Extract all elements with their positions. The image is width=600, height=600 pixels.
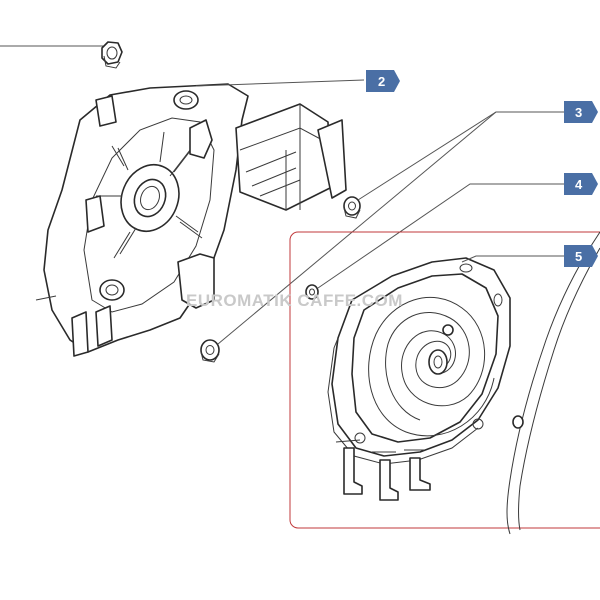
bracket-part-icon	[35, 83, 347, 357]
callout-5-label: 5	[575, 249, 582, 264]
washer-icon	[200, 339, 220, 363]
washer-icon	[343, 196, 361, 219]
hex-nut-icon	[101, 41, 123, 69]
heating-element-icon	[327, 257, 511, 501]
highlight-box	[289, 231, 600, 529]
callout-badge-5: 5	[564, 245, 598, 267]
callout-2-leader	[195, 79, 365, 87]
callout-badge-2: 2	[366, 70, 400, 92]
watermark-text: EUROMATIK CAFFE.COM	[186, 291, 403, 310]
callout-2-label: 2	[378, 74, 385, 89]
washer-icon	[305, 284, 319, 300]
callout-badge-3: 3	[564, 101, 598, 123]
callout-3-leader	[217, 111, 564, 345]
callout-4-label: 4	[575, 177, 583, 192]
callout-4-leader	[317, 183, 564, 289]
gasket-icon	[506, 231, 600, 535]
callout-3-label: 3	[575, 105, 582, 120]
callout-badge-4: 4	[564, 173, 598, 195]
callout-5-leader	[461, 255, 564, 263]
